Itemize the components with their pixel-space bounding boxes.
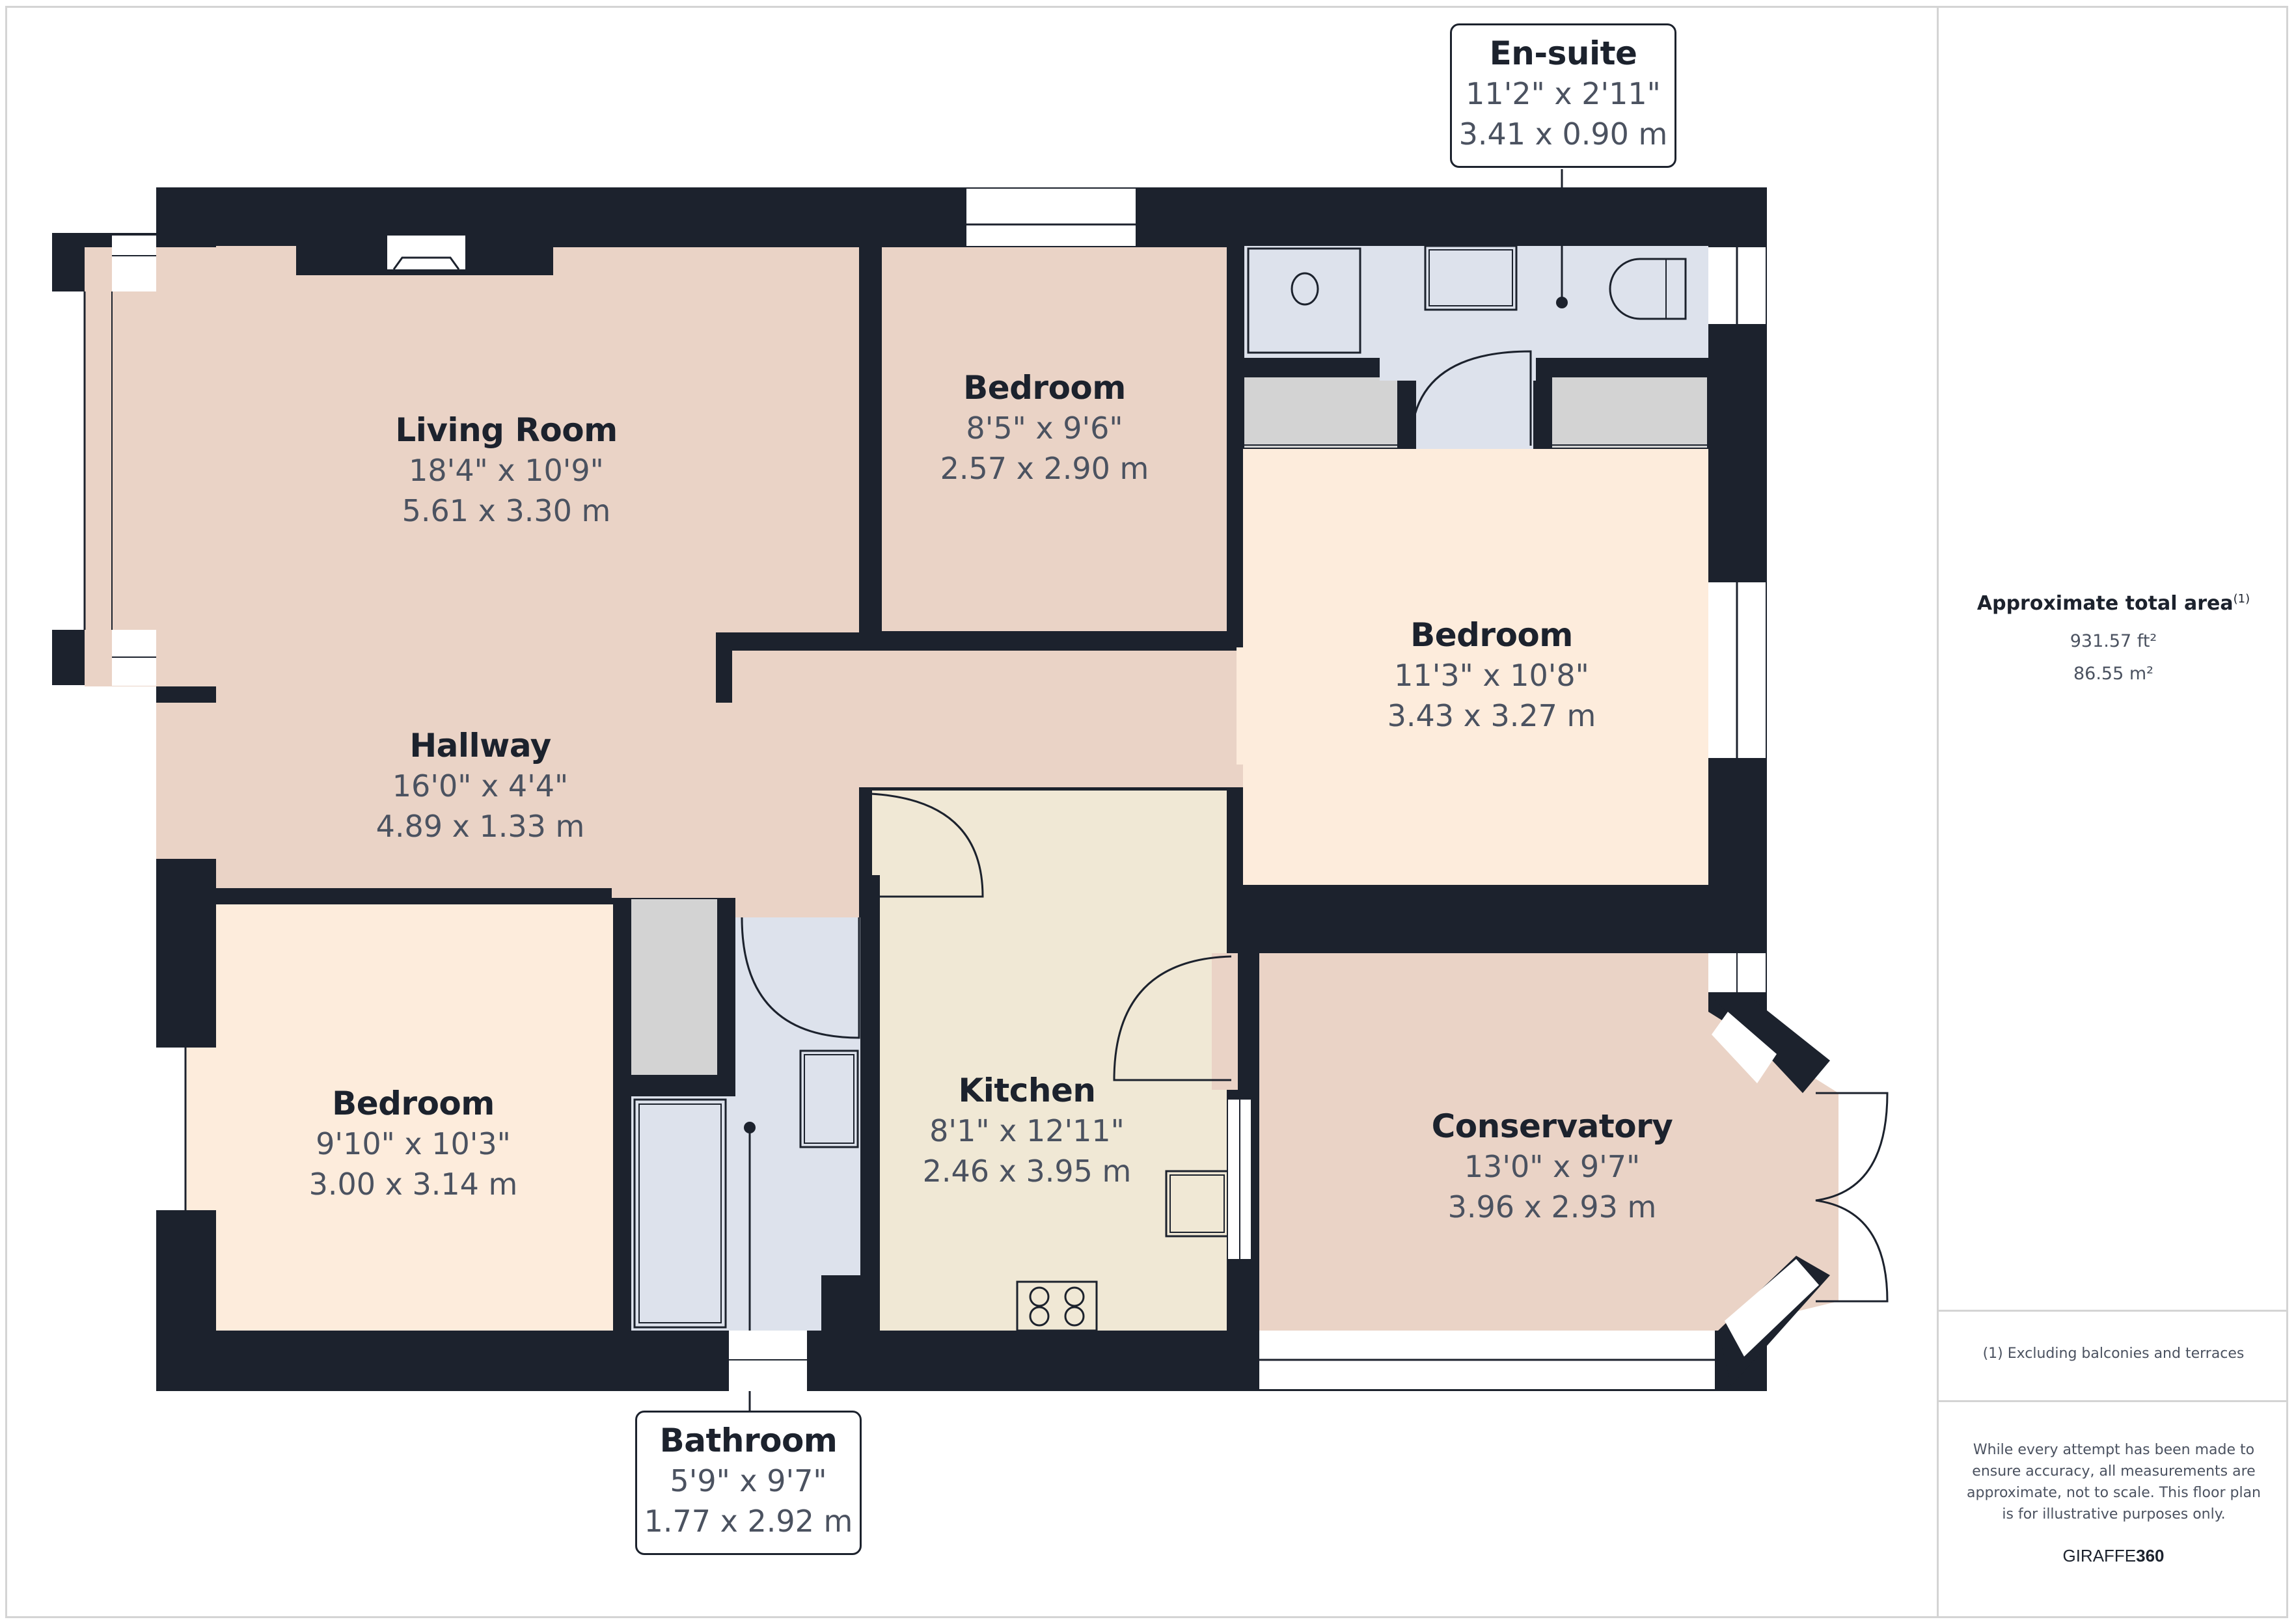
- footnote-divider: [1937, 1400, 2288, 1402]
- hallway-area: [156, 651, 1243, 917]
- room-dimensions-metric: 3.00 x 3.14 m: [308, 1167, 518, 1202]
- room-dimensions-metric: 3.96 x 2.93 m: [1447, 1189, 1657, 1225]
- room-name: Bedroom: [1410, 616, 1573, 654]
- living-room-area: [52, 236, 859, 690]
- room-label-bedroom-1: Bedroom 8'5" x 9'6" 2.57 x 2.90 m: [940, 368, 1149, 489]
- footnote: (1) Excluding balconies and terraces: [1982, 1346, 2245, 1362]
- total-area-title: Approximate total area(1): [1939, 592, 2288, 615]
- storage-cupboard: [631, 899, 717, 1075]
- room-dimensions-metric: 3.43 x 3.27 m: [1387, 698, 1596, 733]
- bedroom-2-area: [1243, 449, 1708, 885]
- room-dimensions-metric: 1.77 x 2.92 m: [644, 1504, 853, 1539]
- room-dimensions-metric: 2.46 x 3.95 m: [922, 1154, 1132, 1189]
- room-dimensions-imperial: 8'5" x 9'6": [966, 411, 1123, 446]
- room-dimensions-imperial: 16'0" x 4'4": [392, 768, 569, 804]
- room-label-bedroom-3: Bedroom 9'10" x 10'3" 3.00 x 3.14 m: [309, 1083, 518, 1204]
- conservatory-area: [1259, 953, 1889, 1389]
- room-dimensions-imperial: 9'10" x 10'3": [316, 1126, 511, 1161]
- total-area-sqm: 86.55 m²: [2073, 664, 2153, 684]
- summary-divider: [1937, 1310, 2288, 1312]
- brand-light: GIRAFFE: [2062, 1546, 2137, 1565]
- bedroom-3-area: [216, 904, 613, 1331]
- kitchen-area: [870, 791, 1251, 1332]
- room-dimensions-imperial: 11'2" x 2'11": [1466, 76, 1661, 111]
- room-dimensions-metric: 2.57 x 2.90 m: [940, 451, 1149, 486]
- room-name: Bedroom: [332, 1085, 495, 1122]
- room-dimensions-metric: 3.41 x 0.90 m: [1458, 116, 1668, 152]
- room-dimensions-imperial: 13'0" x 9'7": [1464, 1149, 1641, 1184]
- room-name: Conservatory: [1431, 1107, 1673, 1145]
- room-dimensions-metric: 5.61 x 3.30 m: [402, 493, 611, 528]
- room-dimensions-imperial: 18'4" x 10'9": [409, 453, 604, 488]
- room-name: Bedroom: [963, 369, 1126, 407]
- page-frame: [5, 6, 2288, 1618]
- callout-en-suite: En-suite 11'2" x 2'11" 3.41 x 0.90 m: [1450, 23, 1676, 168]
- footnote-marker: (1): [2233, 592, 2250, 606]
- side-panel-divider: [1937, 6, 1939, 1618]
- en-suite-area: [1244, 169, 1708, 446]
- bedroom-1-area: [882, 247, 1227, 631]
- window: [966, 189, 1136, 246]
- callout-bathroom: Bathroom 5'9" x 9'7" 1.77 x 2.92 m: [635, 1411, 862, 1555]
- room-label-conservatory: Conservatory 13'0" x 9'7" 3.96 x 2.93 m: [1432, 1106, 1673, 1227]
- total-area-sqft: 931.57 ft²: [2070, 631, 2157, 651]
- wardrobe-left: [1244, 377, 1397, 448]
- room-label-hallway: Hallway 16'0" x 4'4" 4.89 x 1.33 m: [376, 725, 585, 846]
- room-label-bedroom-2: Bedroom 11'3" x 10'8" 3.43 x 3.27 m: [1387, 615, 1596, 736]
- room-dimensions-imperial: 5'9" x 9'7": [670, 1463, 827, 1498]
- disclaimer: While every attempt has been made to ens…: [1967, 1442, 2261, 1522]
- room-name: Bathroom: [659, 1422, 838, 1459]
- brand-logo: GIRAFFE360: [1939, 1546, 2288, 1566]
- room-name: Kitchen: [958, 1072, 1096, 1109]
- room-dimensions-metric: 4.89 x 1.33 m: [376, 809, 585, 844]
- room-name: Living Room: [395, 411, 618, 449]
- bathroom-area: [631, 917, 860, 1415]
- room-dimensions-imperial: 11'3" x 10'8": [1394, 658, 1589, 693]
- room-label-kitchen: Kitchen 8'1" x 12'11" 2.46 x 3.95 m: [923, 1070, 1132, 1191]
- room-label-living-room: Living Room 18'4" x 10'9" 5.61 x 3.30 m: [395, 410, 618, 531]
- room-name: En-suite: [1489, 34, 1637, 72]
- room-name: Hallway: [409, 727, 551, 765]
- wardrobe-right: [1552, 377, 1707, 448]
- brand-bold: 360: [2136, 1546, 2165, 1565]
- room-dimensions-imperial: 8'1" x 12'11": [929, 1113, 1125, 1148]
- total-area-label: Approximate total area: [1976, 592, 2234, 615]
